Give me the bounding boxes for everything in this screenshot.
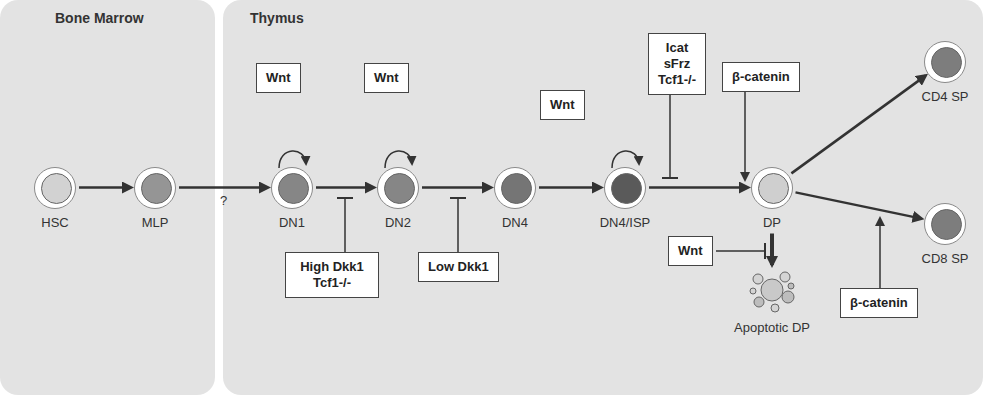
cell: CD8 SP	[905, 203, 983, 267]
cell-circle	[604, 167, 646, 209]
factor-box: High Dkk1 Tcf1-/-	[285, 252, 379, 298]
inhibition-bar	[662, 177, 678, 179]
self-renewal-arrow	[279, 151, 306, 168]
lineage-arrow	[422, 186, 491, 189]
lineage-arrow	[316, 186, 374, 189]
cell-label: DN4/ISP	[585, 215, 665, 231]
cell-label: CD4 SP	[905, 89, 983, 105]
cell: HSC	[15, 167, 95, 231]
cell-label: Apoptotic DP	[717, 320, 827, 336]
cell-label: DP	[732, 215, 812, 231]
edge-label: ?	[220, 193, 227, 209]
region-panel: Bone MarrowHSC MLP	[0, 0, 215, 395]
inhibition-line	[716, 250, 765, 252]
cell-nucleus	[501, 173, 532, 204]
lineage-arrow	[770, 234, 774, 266]
cell-nucleus	[141, 173, 172, 204]
cell: DN4	[475, 167, 555, 231]
inhibition-line	[457, 198, 459, 252]
lineage-arrow	[539, 186, 601, 189]
cell-nucleus	[611, 173, 642, 204]
lineage-arrow	[649, 186, 748, 189]
factor-box: Wnt	[668, 236, 713, 266]
apoptotic-fragment	[750, 288, 756, 294]
cell: DP	[732, 167, 812, 231]
cell: MLP	[115, 167, 195, 231]
factor-box: Low Dkk1	[418, 252, 499, 282]
factor-text: Wnt	[374, 70, 399, 86]
apoptotic-fragment	[753, 274, 763, 284]
factor-text: Icat sFrz Tcf1-/-	[658, 40, 696, 88]
apoptotic-fragment	[780, 272, 790, 282]
cell-nucleus	[931, 47, 962, 78]
cell-circle	[924, 203, 966, 245]
factor-box: β-catenin	[840, 288, 918, 318]
cell-nucleus	[278, 173, 309, 204]
cell: DN4/ISP	[585, 167, 665, 231]
cell-label: CD8 SP	[905, 251, 983, 267]
inhibition-bar	[337, 197, 353, 199]
cell-circle	[134, 167, 176, 209]
apoptotic-cell: Apoptotic DP	[717, 268, 827, 336]
inhibition-line	[669, 94, 671, 178]
cell-nucleus	[384, 173, 415, 204]
factor-text: Wnt	[550, 97, 575, 113]
self-renewal-arrow	[612, 151, 639, 168]
apoptotic-fragment	[788, 283, 794, 289]
panel-title: Thymus	[250, 10, 304, 26]
cell-circle	[271, 167, 313, 209]
apoptotic-fragment	[771, 304, 779, 312]
inhibition-line	[344, 198, 346, 252]
factor-text: β-catenin	[850, 295, 908, 311]
inhibition-bar	[764, 243, 766, 259]
lineage-arrow	[179, 186, 268, 189]
cell-circle	[34, 167, 76, 209]
cell-circle	[494, 167, 536, 209]
factor-text: Low Dkk1	[428, 259, 489, 275]
apoptotic-fragment	[782, 291, 794, 303]
cell: DN2	[358, 167, 438, 231]
lineage-arrow	[795, 192, 921, 218]
cell-label: DN2	[358, 215, 438, 231]
activation-arrow	[879, 218, 881, 288]
factor-text: β-catenin	[732, 69, 790, 85]
factor-box: Wnt	[540, 90, 585, 120]
factor-box: Icat sFrz Tcf1-/-	[648, 33, 706, 95]
cell-label: HSC	[15, 215, 95, 231]
factor-text: High Dkk1 Tcf1-/-	[295, 259, 369, 291]
lineage-arrow	[79, 186, 131, 189]
inhibition-bar	[450, 197, 466, 199]
cell-circle	[924, 41, 966, 83]
panel-title: Bone Marrow	[55, 10, 144, 26]
cell-nucleus	[931, 209, 962, 240]
factor-text: Wnt	[266, 70, 291, 86]
cell-label: MLP	[115, 215, 195, 231]
self-renewal-arrow	[385, 151, 412, 168]
cell-nucleus	[758, 173, 789, 204]
factor-box: Wnt	[256, 63, 301, 93]
cell: DN1	[252, 167, 332, 231]
cell-nucleus	[41, 173, 72, 204]
apoptotic-fragment	[754, 297, 764, 307]
cell: CD4 SP	[905, 41, 983, 105]
factor-box: β-catenin	[722, 62, 800, 92]
cell-circle	[377, 167, 419, 209]
cell-circle	[751, 167, 793, 209]
activation-arrow	[744, 90, 746, 180]
lineage-arrow	[791, 76, 925, 174]
factor-text: Wnt	[678, 243, 703, 259]
apoptotic-fragment	[761, 279, 783, 301]
cell-label: DN4	[475, 215, 555, 231]
factor-box: Wnt	[364, 63, 409, 93]
cell-label: DN1	[252, 215, 332, 231]
apoptotic-body	[748, 268, 796, 314]
